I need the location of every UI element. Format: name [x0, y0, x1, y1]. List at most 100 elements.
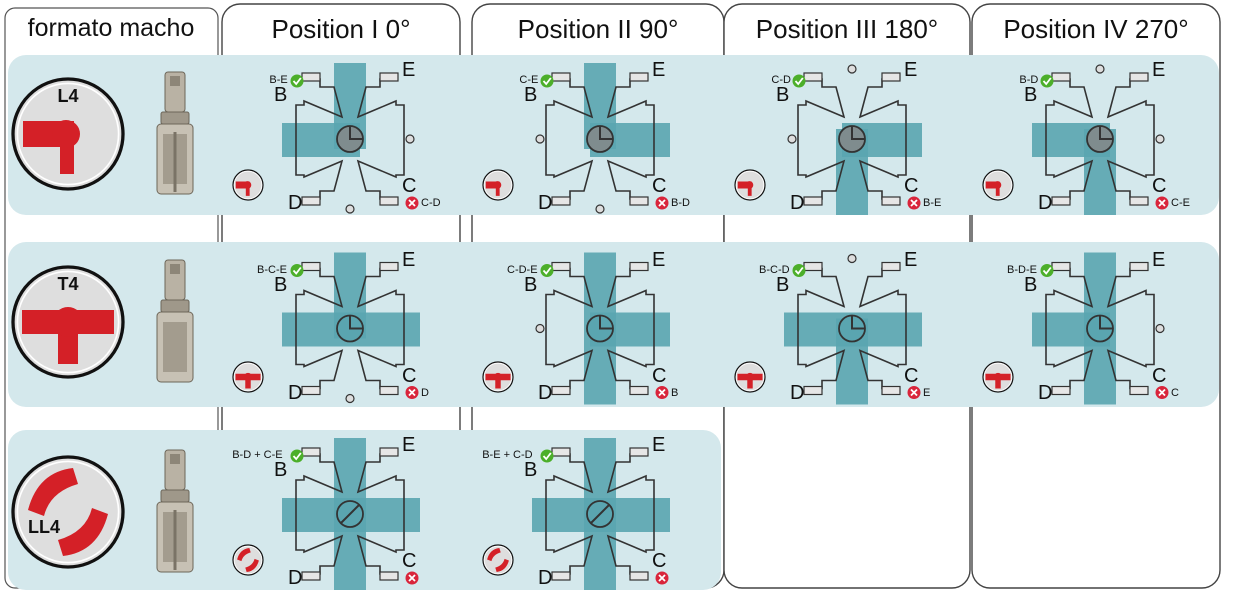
flange-e-right: [881, 261, 901, 272]
flange-e-right: [881, 72, 901, 82]
valve-body-right: [356, 453, 405, 575]
plug-label-l4: L4: [57, 86, 79, 106]
port-label-d: D: [538, 567, 553, 589]
plug-t-shape-mini: [737, 373, 763, 389]
port-label-e: E: [1152, 248, 1166, 271]
valve-body-right: [606, 267, 655, 390]
flange-d-right: [379, 571, 399, 581]
blocked-connection-label: C: [1171, 386, 1179, 399]
open-connection-label: C-D: [771, 74, 791, 86]
port-label-d: D: [1038, 381, 1053, 404]
closed-port-marker: [595, 204, 605, 214]
blocked-connection-label: B: [671, 386, 679, 399]
open-connection-label: B-D: [1019, 74, 1039, 86]
flange-e-right: [629, 447, 649, 457]
port-label-e: E: [652, 248, 666, 271]
position-header-1: Position I 0°: [271, 14, 411, 44]
blocked-connection-label: D: [421, 386, 429, 399]
blocked-connection-label: B-E: [923, 197, 942, 209]
port-label-c: C: [402, 175, 417, 197]
flange-d-left: [551, 385, 571, 396]
flange-d-left: [551, 571, 571, 581]
plug-t-shape-mini: [985, 373, 1011, 389]
port-label-d: D: [1038, 192, 1053, 214]
port-label-e: E: [904, 248, 918, 271]
port-label-c: C: [1152, 175, 1167, 197]
port-label-b: B: [524, 273, 538, 296]
open-connection-label: B-D + C-E: [232, 449, 283, 461]
flange-d-left: [1051, 196, 1071, 206]
port-label-b: B: [274, 273, 288, 296]
flange-e-right: [1129, 72, 1149, 82]
port-label-d: D: [538, 192, 553, 214]
valve-cell-ll4-pos-1: [232, 438, 420, 590]
flange-e-right: [629, 261, 649, 272]
plug-icon-ll4: [11, 455, 125, 569]
valve-body-right: [1106, 78, 1155, 200]
open-connection-label: C-D-E: [507, 263, 538, 276]
port-label-e: E: [402, 248, 416, 271]
plug-photo-LL4: [156, 449, 194, 573]
flange-e-right: [379, 261, 399, 272]
flange-d-left: [301, 196, 321, 206]
port-label-b: B: [524, 459, 538, 481]
port-label-d: D: [288, 567, 303, 589]
valve-body-right: [606, 78, 655, 200]
port-label-c: C: [652, 175, 667, 197]
closed-port-marker: [1155, 323, 1165, 334]
flange-d-right: [629, 571, 649, 581]
valve-body-left: [295, 78, 344, 200]
flange-d-right: [629, 196, 649, 206]
valve-body-left: [1045, 267, 1094, 390]
open-check-icon: [1040, 264, 1054, 277]
flange-d-left: [803, 196, 823, 206]
plug-photo-L4: [156, 71, 194, 195]
port-label-d: D: [288, 381, 303, 404]
flange-d-left: [1051, 385, 1071, 396]
valve-cell-ll4-pos-2: [482, 438, 670, 590]
blocked-connection-label: E: [923, 386, 931, 399]
port-label-e: E: [1152, 59, 1166, 81]
valve-cell-l4-pos-4: [982, 64, 1169, 215]
flange-e-left: [551, 72, 571, 82]
port-label-d: D: [538, 381, 553, 404]
plug-format-header: formato macho: [27, 14, 195, 42]
flange-e-left: [803, 72, 823, 82]
valve-body-right: [356, 78, 405, 200]
port-label-b: B: [1024, 84, 1038, 106]
open-connection-label: C-E: [519, 74, 539, 86]
port-label-c: C: [402, 550, 417, 572]
closed-port-marker: [535, 134, 545, 144]
position-header-3: Position III 180°: [755, 14, 939, 44]
position-header-2: Position II 90°: [517, 14, 679, 44]
position-header-4: Position IV 270°: [1003, 14, 1189, 44]
valve-cell-l4-pos-1: [232, 63, 419, 214]
port-label-e: E: [652, 434, 666, 456]
open-connection-label: B-D-E: [1007, 263, 1037, 276]
valve-body-right: [1106, 267, 1155, 390]
flange-d-right: [881, 385, 901, 396]
port-label-b: B: [776, 84, 790, 106]
closed-port-marker: [405, 134, 415, 144]
valve-body-left: [295, 453, 344, 575]
flange-d-left: [301, 385, 321, 396]
blocked-connection-label: C-E: [1171, 197, 1190, 209]
valve-body-left: [545, 267, 594, 390]
plug-ll-shape: [28, 468, 78, 516]
flange-e-left: [1051, 261, 1071, 272]
plug-t-shape-mini: [235, 373, 261, 389]
valve-body-left: [545, 453, 594, 575]
open-connection-label: B-E + C-D: [482, 449, 533, 461]
flange-d-left: [301, 571, 321, 581]
flange-e-right: [1129, 261, 1149, 272]
port-label-d: D: [790, 381, 805, 404]
port-label-d: D: [790, 192, 805, 214]
port-label-d: D: [288, 192, 303, 214]
open-check-icon: [1040, 74, 1054, 88]
port-label-c: C: [652, 364, 667, 387]
flange-e-left: [301, 261, 321, 272]
flange-d-right: [629, 385, 649, 396]
port-label-c: C: [904, 364, 919, 387]
open-connection-label: B-E: [269, 74, 288, 86]
flange-e-left: [803, 261, 823, 272]
